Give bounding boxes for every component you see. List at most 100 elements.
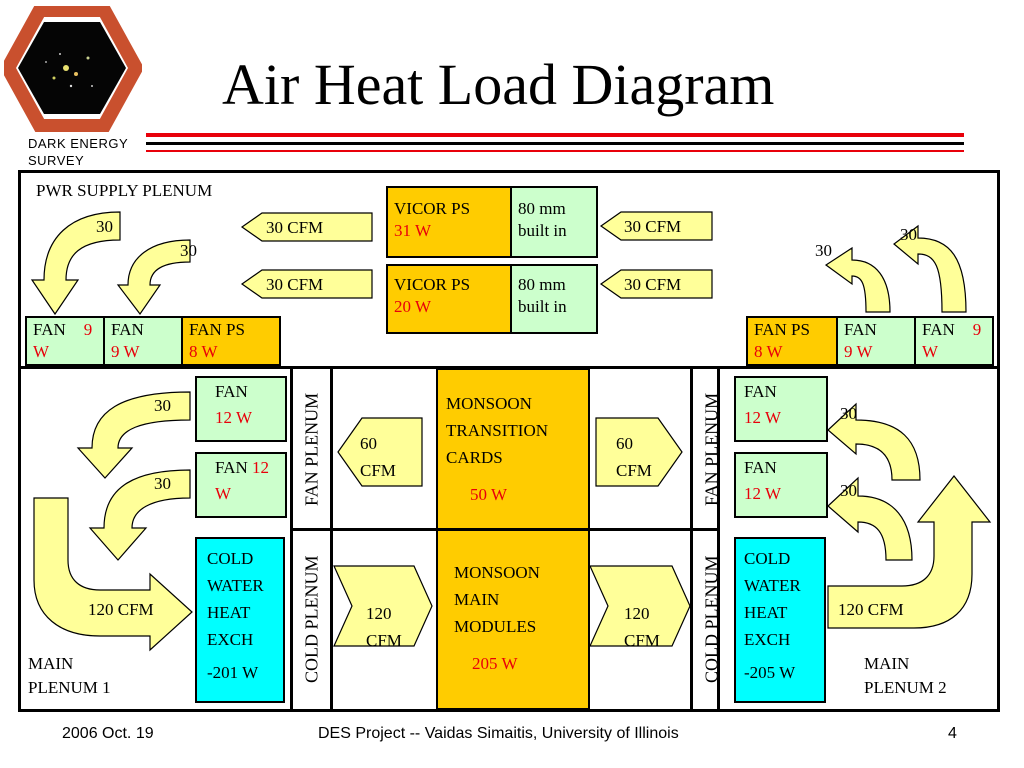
curved-arrow-up-icon [827, 476, 913, 561]
vicor-ps-2-watts: 20 W [394, 297, 431, 316]
plenum1-line2: PLENUM 1 [28, 678, 111, 697]
arrow-left-icon [240, 212, 373, 242]
cold-plenum-right-label: COLD PLENUM [701, 555, 722, 683]
vicor-ps-2-name: VICOR PS [394, 275, 471, 294]
hx-watts: -201 W [207, 663, 259, 682]
hx-line: WATER [207, 576, 264, 595]
curved-arrow-right-icon [33, 497, 193, 652]
frame-divider [18, 366, 1000, 369]
central-frame [290, 369, 720, 710]
fan-name: FAN [111, 320, 144, 339]
cfm-label-tr: 30 CFM [624, 217, 682, 236]
fan-box: FAN 9 W [103, 316, 183, 366]
fan-watts: 9 [972, 320, 982, 339]
curved-arrow-up-icon [893, 224, 967, 313]
plenum-wall-left [330, 369, 333, 710]
fan-name: FAN [844, 320, 877, 339]
hexagon-galaxy-logo [4, 6, 142, 132]
curved-arrow-down-icon [76, 391, 191, 479]
plenum2-line2: PLENUM 2 [864, 678, 947, 697]
fan-watts-unit: W [922, 342, 939, 361]
curved-arrow-up-icon [824, 246, 891, 313]
flow-label: 30 [815, 241, 832, 260]
cfm60-value: 60 [360, 434, 377, 453]
cfm-label-tl: 30 CFM [266, 218, 324, 237]
fan-box: FAN 9 W [914, 316, 994, 366]
cfm120-side-right: 120 CFM [838, 600, 904, 619]
cfm60-value: 60 [616, 434, 633, 453]
hx-line: EXCH [207, 630, 254, 649]
fan-name: FAN [744, 458, 777, 477]
plenum1-line1: MAIN [28, 654, 74, 673]
cfm120-side-left: 120 CFM [88, 600, 154, 619]
cfm120-unit: CFM [366, 631, 402, 650]
header-rule-red [146, 133, 964, 137]
vicor-fan-2: 80 mm built in [510, 264, 598, 334]
hx-line: HEAT [207, 603, 251, 622]
cold-water-hx-right: COLD WATER HEAT EXCH -205 W [734, 537, 826, 703]
fan-box: FAN 12 W [195, 452, 287, 518]
fan-ps-name: FAN PS [189, 320, 245, 339]
fan-watts: 9 [83, 320, 93, 339]
header-rule-red-thin [146, 150, 964, 152]
cold-plenum-left-label: COLD PLENUM [301, 555, 322, 683]
fan-ps-box: FAN PS 8 W [746, 316, 838, 366]
arrow-left-icon [599, 211, 713, 241]
fan-ps-box: FAN PS 8 W [181, 316, 281, 366]
vicor-ps-1-name: VICOR PS [394, 199, 471, 218]
vicor-ps-1-watts: 31 W [394, 221, 431, 240]
fan-box: FAN 12 W [195, 376, 287, 442]
footer-center: DES Project -- Vaidas Simaitis, Universi… [318, 725, 679, 742]
main-plenum-2-label: MAIN PLENUM 2 [864, 652, 947, 700]
fan-name: FAN [215, 382, 248, 401]
cfm60-right: 60 CFM [616, 430, 652, 484]
vicor-ps-1: VICOR PS 31 W [386, 186, 512, 258]
flow-label: 30 [180, 241, 197, 260]
cfm-label-br: 30 CFM [624, 275, 682, 294]
monsoon-main-modules: MONSOON MAIN MODULES 205 W [436, 529, 590, 710]
cfm120-value: 120 [366, 604, 392, 623]
cfm60-left: 60 CFM [360, 430, 396, 484]
vicor-ps-2: VICOR PS 20 W [386, 264, 512, 334]
logo-text-line1: DARK ENERGY [28, 136, 129, 151]
fan-name: FAN [215, 458, 248, 477]
chevron-right-icon [333, 565, 433, 647]
fan-ps-name: FAN PS [754, 320, 810, 339]
logo-text-line2: SURVEY [28, 153, 85, 168]
fan-ps-watts: 8 W [189, 342, 218, 361]
fan-name: FAN [744, 382, 777, 401]
vicor-fan-2-size: 80 mm [518, 275, 566, 294]
fan-watts: 9 W [111, 342, 140, 361]
curved-arrow-down-icon [116, 239, 191, 316]
modules-line-2: MAIN [454, 590, 500, 609]
cold-water-hx-left: COLD WATER HEAT EXCH -201 W [195, 537, 285, 703]
footer-date: 2006 Oct. 19 [62, 725, 154, 742]
cfm60-unit: CFM [360, 461, 396, 480]
fan-box: FAN 12 W [734, 376, 828, 442]
hx-line: EXCH [744, 630, 791, 649]
plenum2-line1: MAIN [864, 654, 910, 673]
page-title: Air Heat Load Diagram [222, 52, 775, 117]
transition-line-2: TRANSITION [446, 421, 548, 440]
diagram-frame [18, 170, 1000, 712]
modules-watts: 205 W [472, 654, 518, 673]
fan-box: FAN 9 W [836, 316, 916, 366]
fan-plenum-left-label: FAN PLENUM [301, 392, 322, 506]
hx-line: WATER [744, 576, 801, 595]
cfm-label-bl: 30 CFM [266, 275, 324, 294]
hx-line: HEAT [744, 603, 788, 622]
fan-name: FAN [922, 320, 955, 339]
plenum-wall-right [690, 369, 693, 710]
chevron-right-icon [589, 565, 691, 647]
curved-arrow-down-icon [88, 469, 191, 561]
hx-watts: -205 W [744, 663, 796, 682]
fan-watts: 9 W [844, 342, 873, 361]
vicor-fan-2-note: built in [518, 297, 567, 316]
cfm120-value: 120 [624, 604, 650, 623]
vicor-fan-1-size: 80 mm [518, 199, 566, 218]
vicor-fan-1-note: built in [518, 221, 567, 240]
cfm60-unit: CFM [616, 461, 652, 480]
modules-line-1: MONSOON [454, 563, 540, 582]
curved-arrow-down-icon [30, 211, 121, 316]
